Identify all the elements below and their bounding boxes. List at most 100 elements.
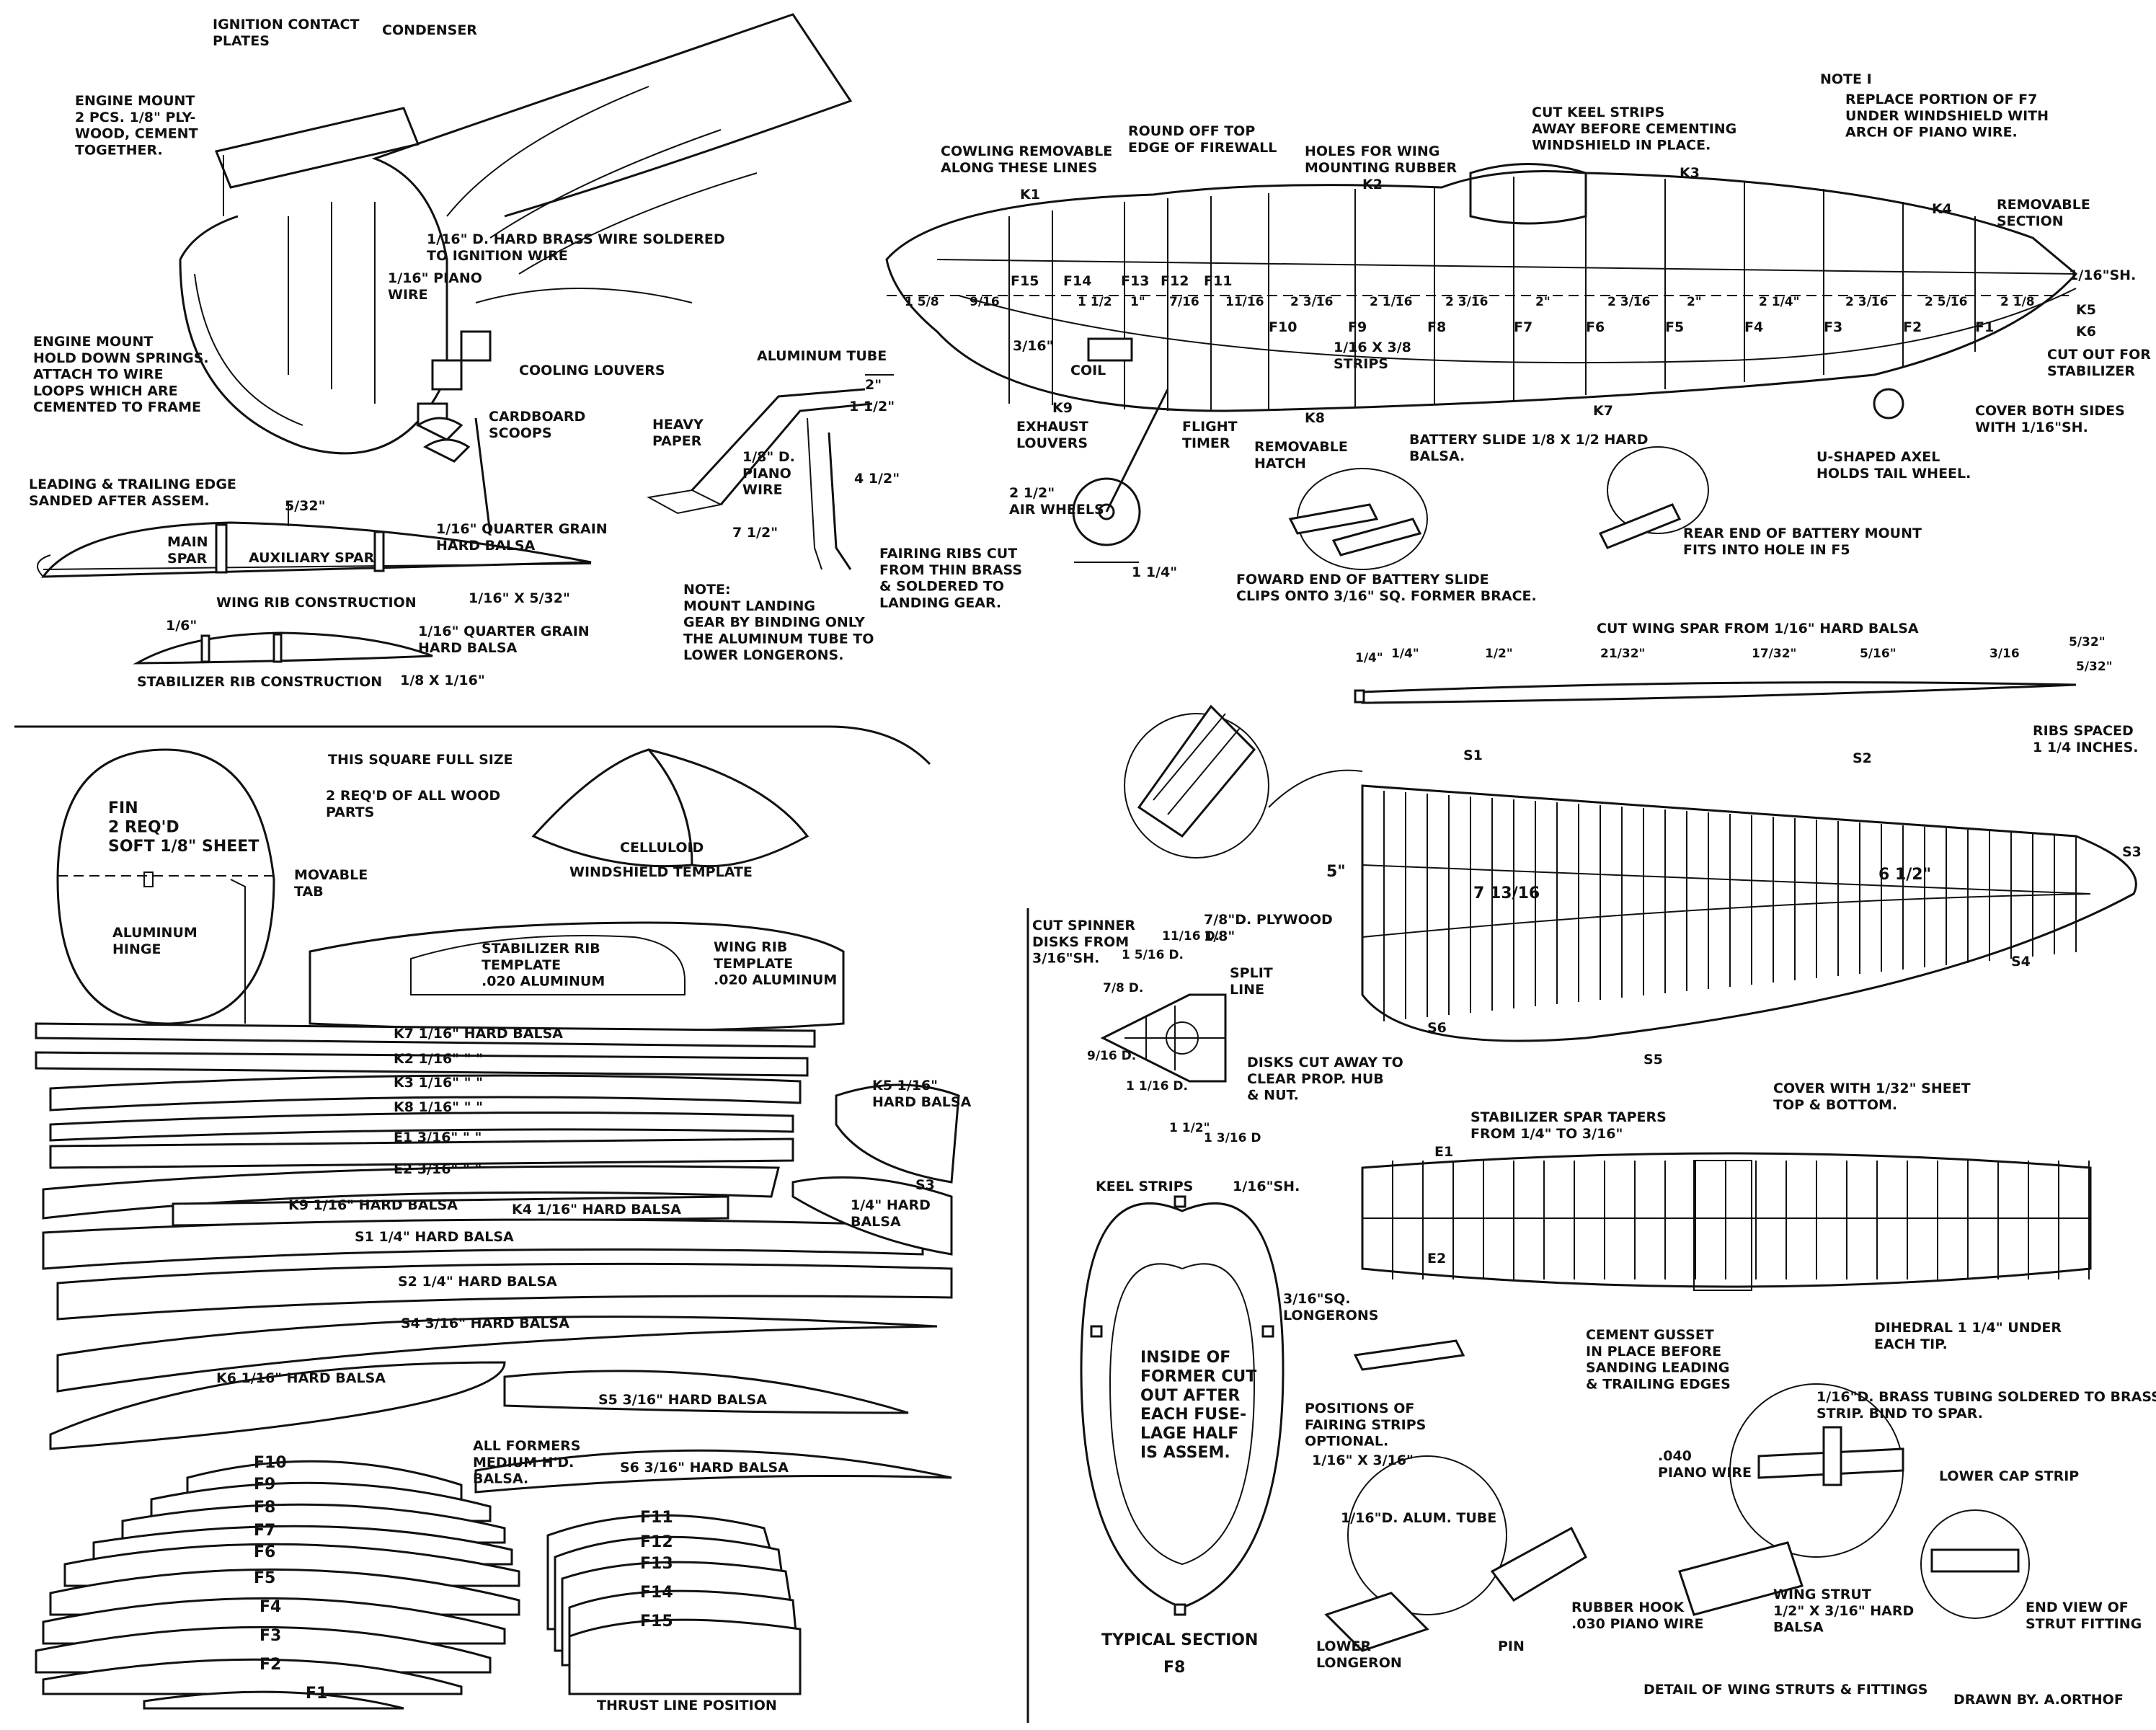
right-former-label: F12 [640, 1533, 673, 1551]
spar-title: CUT WING SPAR FROM 1/16" HARD BALSA [1597, 621, 1919, 636]
strut-pin: PIN [1498, 1638, 1525, 1654]
former-label: F1 [1975, 319, 1994, 335]
s-label: S2 [1853, 750, 1872, 766]
k-label: K4 [1932, 201, 1952, 217]
former-label: F15 [1011, 273, 1039, 289]
strut-hook: RUBBER HOOK.030 PIANO WIRE [1571, 1600, 1704, 1632]
landing-gear-drawing [646, 374, 894, 570]
fuselage-side-view [885, 163, 2078, 563]
stab-rib-title: STABILIZER RIB CONSTRUCTION [137, 674, 382, 690]
station-dim: 2" [1535, 295, 1551, 309]
s-label: S6 [1427, 1020, 1447, 1036]
former-label: F7 [1514, 319, 1532, 335]
condenser-label: CONDENSER [382, 22, 477, 38]
thrust-label: THRUST LINE POSITION [597, 1698, 777, 1713]
stabilizer-rib-drawing [133, 631, 433, 665]
k-label: K6 [2076, 324, 2096, 340]
note1-title: NOTE I [1820, 71, 1872, 87]
gear-d2: 1 1/2" [849, 399, 895, 414]
left-former-label: F4 [259, 1598, 281, 1616]
station-dim: 2 3/16 [1445, 295, 1488, 309]
k5-label: K5 1/16"HARD BALSA [872, 1078, 972, 1110]
strip-label: E2 3/16" " " [394, 1161, 482, 1177]
d316-label: 3/16" [1013, 338, 1054, 354]
former-label: F9 [1348, 319, 1367, 335]
k-label: K9 [1052, 400, 1073, 416]
spar-dim: 5/32" [2076, 660, 2113, 674]
fuselage-sh-label: 1/16"SH. [2069, 267, 2136, 283]
spar-dim: 1/4" [1355, 651, 1383, 665]
stab-e1: E1 [1434, 1144, 1453, 1160]
right-former-label: F11 [640, 1509, 673, 1527]
fin-template [56, 748, 275, 1025]
strip-label: K3 1/16" " " [394, 1075, 483, 1091]
station-dim: 2 1/8 [2000, 295, 2035, 309]
strip-label: S2 1/4" HARD BALSA [398, 1274, 557, 1290]
strip-label: K7 1/16" HARD BALSA [394, 1026, 563, 1042]
strut-cap: LOWER CAP STRIP [1939, 1468, 2079, 1484]
k-labels: K1 K2 K3 K4 K5 K6 K7 K8 K9 [1020, 165, 2096, 426]
spinner-1516: 1 5/16 D. [1122, 948, 1184, 962]
station-dim: 7/16 [1169, 295, 1199, 309]
strip-label: S4 3/16" HARD BALSA [401, 1316, 569, 1331]
left-former-label: F5 [254, 1569, 275, 1587]
spinner-78: 7/8 D. [1103, 981, 1143, 995]
s-label: S3 [2122, 844, 2142, 860]
gear-d3: 4 1/2" [854, 471, 900, 487]
air-wheels-label: 2 1/2"AIR WHEELS [1009, 485, 1104, 518]
station-dim: 11/16 [1225, 295, 1264, 309]
spinner-1316: 1 3/16 D [1204, 1131, 1261, 1145]
station-dim: 1 5/8 [905, 295, 939, 309]
k-label: K7 [1593, 403, 1613, 419]
right-former-label: F14 [640, 1584, 673, 1602]
stabilizer-plan [1361, 1152, 2092, 1291]
gusset-part [1353, 1339, 1465, 1371]
left-former-label: F3 [259, 1627, 281, 1645]
former-label: F4 [1744, 319, 1763, 335]
strut-alum: 1/16"D. ALUM. TUBE [1341, 1510, 1496, 1526]
station-dim: 9/16 [970, 295, 1000, 309]
former-label: F14 [1063, 273, 1091, 289]
k-label: K2 [1362, 177, 1383, 192]
station-dim: 2 1/16 [1370, 295, 1412, 309]
spar-dim: 1/4" [1391, 647, 1419, 661]
windshield-label: WINDSHIELD TEMPLATE [569, 864, 753, 880]
strip-label: E1 3/16" " " [394, 1130, 482, 1145]
wing-rib-strip: 1/16" X 5/32" [469, 590, 570, 606]
section-f8: F8 [1163, 1659, 1185, 1677]
former-label: F13 [1121, 273, 1149, 289]
spar-dim: 5/16" [1860, 647, 1897, 661]
strip-label: K2 1/16" " " [394, 1051, 483, 1067]
wing-dim-713: 7 13/16 [1473, 884, 1540, 902]
left-former-label: F7 [254, 1522, 275, 1540]
former-label: F11 [1204, 273, 1232, 289]
station-dims: 1 5/8 9/16 1 1/2 1" 7/16 11/16 2 3/16 2 … [905, 295, 2035, 309]
strip-label: S1 1/4" HARD BALSA [355, 1229, 514, 1245]
cooling-louvers-label: COOLING LOUVERS [519, 363, 665, 378]
station-dim: 1" [1130, 295, 1145, 309]
